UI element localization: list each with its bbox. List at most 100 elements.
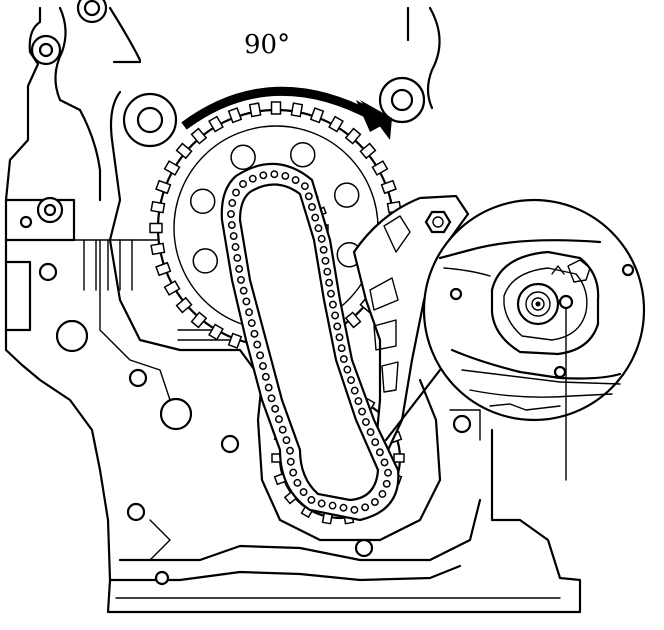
chain-roller bbox=[378, 490, 387, 498]
cam-sprocket-tooth bbox=[270, 101, 282, 115]
chain-roller bbox=[271, 404, 280, 413]
cam-sprocket-tooth bbox=[227, 332, 243, 349]
cam-sprocket-tooth bbox=[155, 261, 172, 277]
cam-sprocket-tooth bbox=[309, 107, 325, 124]
chain-roller bbox=[231, 243, 240, 251]
cam-sprocket-tooth bbox=[359, 142, 377, 160]
chain-roller bbox=[308, 202, 316, 211]
chain-roller bbox=[291, 176, 300, 185]
cam-sprocket-hole bbox=[333, 182, 360, 208]
timing-chain bbox=[220, 162, 400, 522]
chain-roller bbox=[264, 383, 273, 392]
chain-roller bbox=[293, 478, 302, 487]
chain-roller bbox=[319, 245, 328, 254]
chain-roller bbox=[245, 308, 254, 317]
cam-sprocket-tooth bbox=[175, 142, 193, 160]
chain-roller bbox=[380, 458, 389, 467]
chain-roller bbox=[328, 300, 337, 309]
timing-cover-contour bbox=[73, 90, 442, 542]
cam-sprocket-tooth bbox=[149, 222, 163, 234]
chain-roller bbox=[248, 174, 257, 183]
cam-sprocket-tooth bbox=[227, 107, 243, 124]
chain-roller bbox=[317, 234, 326, 243]
cam-sprocket-tooth bbox=[208, 323, 224, 341]
cam-sprocket-hole bbox=[189, 188, 216, 215]
chain-roller bbox=[227, 221, 236, 230]
chain-roller bbox=[304, 192, 313, 201]
cam-sprocket-tooth bbox=[290, 102, 304, 118]
chain-roller bbox=[384, 468, 392, 477]
chain-roller bbox=[232, 188, 240, 197]
chain-roller bbox=[228, 199, 237, 207]
chain-roller bbox=[299, 488, 308, 497]
chain-roller bbox=[227, 210, 235, 218]
chain-roller bbox=[286, 457, 295, 466]
chain-roller bbox=[229, 232, 238, 240]
chain-roller bbox=[321, 256, 330, 265]
cam-sprocket-tooth bbox=[328, 115, 344, 133]
cam-sprocket-tooth bbox=[150, 242, 166, 256]
chain-roller bbox=[325, 278, 334, 287]
chain-roller bbox=[354, 397, 363, 406]
magnified-detail bbox=[384, 198, 646, 481]
chain-roller bbox=[300, 182, 309, 191]
chain-roller bbox=[235, 264, 244, 273]
chain-roller bbox=[337, 344, 346, 353]
crank-sprocket-tooth bbox=[393, 453, 405, 463]
chain-roller bbox=[250, 329, 259, 338]
chain-roller bbox=[361, 418, 370, 426]
chain-roller bbox=[331, 311, 340, 320]
chain-roller bbox=[270, 170, 279, 179]
chain-roller bbox=[242, 297, 251, 306]
chain-roller bbox=[328, 501, 337, 510]
chain-roller bbox=[239, 286, 248, 295]
chain-roller bbox=[333, 322, 342, 331]
engine-block-outline bbox=[4, 6, 582, 614]
chain-roller bbox=[237, 275, 245, 284]
chain-roller bbox=[233, 254, 242, 262]
chain-roller bbox=[339, 503, 348, 512]
chain-roller bbox=[261, 372, 270, 381]
chain-roller bbox=[358, 407, 367, 416]
chain-roller bbox=[335, 333, 344, 342]
chain-roller bbox=[307, 496, 316, 504]
cam-sprocket-tooth bbox=[150, 200, 166, 214]
chain-roller bbox=[278, 425, 287, 434]
chain-roller bbox=[274, 415, 283, 424]
chain-roller bbox=[370, 498, 379, 507]
cam-sprocket-tooth bbox=[190, 127, 208, 145]
cam-sprocket-tooth bbox=[380, 179, 397, 195]
chain-roller bbox=[371, 438, 380, 447]
chain-roller bbox=[239, 180, 247, 188]
cam-sprocket-tooth bbox=[371, 160, 389, 176]
cam-sprocket-tooth bbox=[208, 115, 224, 133]
mounting-bosses bbox=[19, 0, 472, 586]
chain-roller bbox=[339, 355, 348, 364]
cam-sprocket-tooth bbox=[163, 280, 181, 296]
chain-roller bbox=[282, 436, 291, 445]
chain-roller bbox=[259, 171, 268, 180]
chain-tensioner-arm bbox=[352, 194, 470, 452]
cam-sprocket-hole bbox=[192, 248, 219, 274]
chain-roller bbox=[343, 365, 352, 374]
cam-sprocket-tooth bbox=[155, 179, 172, 195]
chain-roller bbox=[259, 362, 267, 371]
cam-sprocket-tooth bbox=[344, 127, 362, 145]
rotation-angle-label: 90° bbox=[244, 30, 291, 60]
chain-roller bbox=[314, 224, 323, 233]
chain-roller bbox=[375, 448, 384, 457]
chain-roller bbox=[267, 394, 276, 403]
chain-roller bbox=[247, 319, 256, 327]
chain-roller bbox=[281, 171, 290, 180]
cam-sprocket-hole bbox=[230, 144, 256, 171]
cam-sprocket-hole bbox=[289, 141, 316, 168]
chain-roller bbox=[286, 446, 294, 455]
cam-sprocket-tooth bbox=[248, 102, 262, 118]
cam-sprocket-tooth bbox=[163, 160, 181, 176]
chain-roller bbox=[326, 289, 335, 298]
chain-roller bbox=[256, 351, 265, 360]
chain-roller bbox=[317, 499, 326, 508]
chain-roller bbox=[361, 503, 370, 512]
chain-roller bbox=[350, 505, 359, 514]
